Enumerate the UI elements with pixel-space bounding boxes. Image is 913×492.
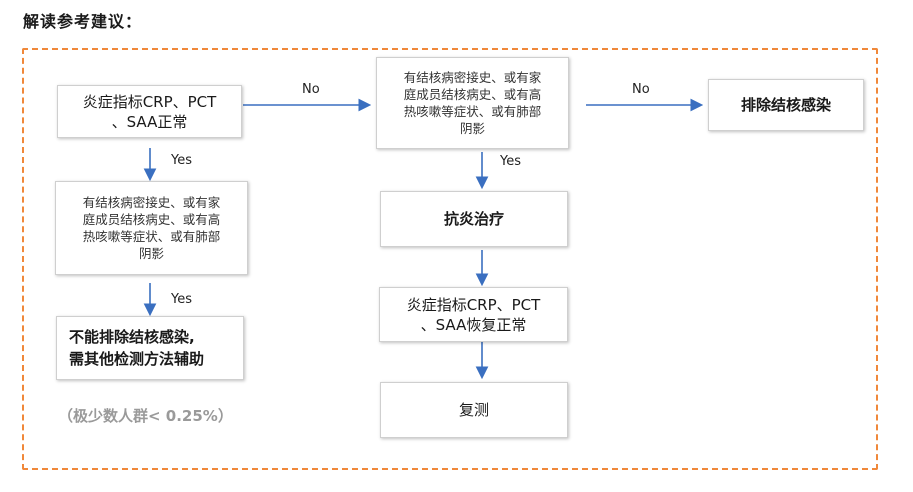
node-retest: 复测	[380, 382, 568, 438]
node-start: 炎症指标CRP、PCT 、SAA正常	[57, 85, 242, 138]
population-note: （极少数人群< 0.25%）	[58, 407, 233, 425]
node-recovered: 炎症指标CRP、PCT 、SAA恢复正常	[379, 287, 568, 342]
node-history-mid: 有结核病密接史、或有家 庭成员结核病史、或有高 热咳嗽等症状、或有肺部 阴影	[376, 57, 569, 149]
edge-label-start-to-left: Yes	[171, 153, 192, 168]
edge-label-mid-to-anti: Yes	[500, 154, 521, 169]
node-exclude: 排除结核感染	[708, 79, 864, 131]
dashed-frame	[22, 48, 878, 470]
node-anti-inflammatory: 抗炎治疗	[380, 191, 568, 247]
node-cannot-exclude: 不能排除结核感染, 需其他检测方法辅助	[56, 316, 244, 380]
node-history-left: 有结核病密接史、或有家 庭成员结核病史、或有高 热咳嗽等症状、或有肺部 阴影	[55, 181, 248, 275]
page-title: 解读参考建议：	[23, 12, 143, 31]
edge-label-start-to-mid: No	[302, 82, 320, 97]
edge-label-mid-to-exclude: No	[632, 82, 650, 97]
edge-label-left-to-cannot: Yes	[171, 292, 192, 307]
